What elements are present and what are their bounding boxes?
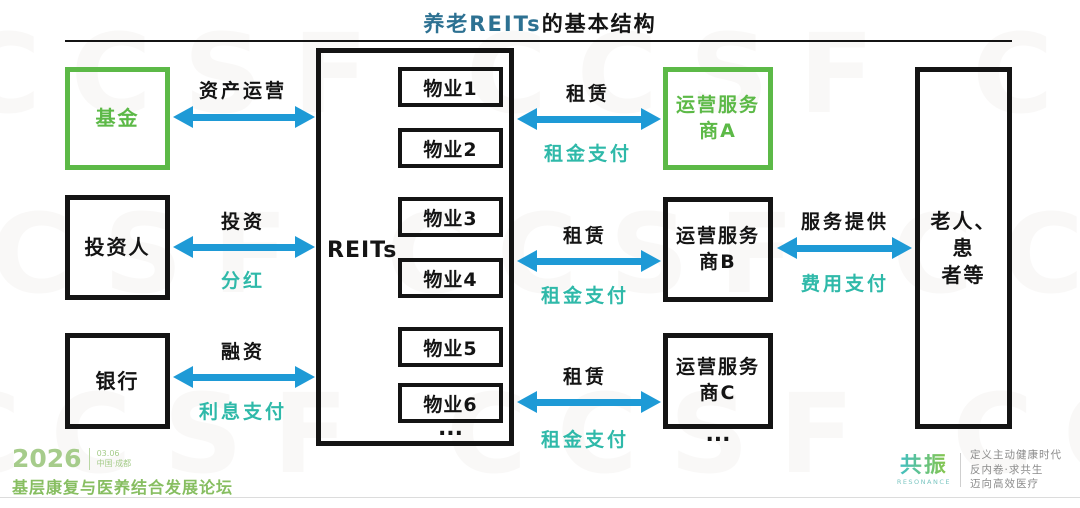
edge-label-fee-payment: 费用支付	[800, 273, 890, 295]
edge-label-rent-payment-c: 租金支付	[540, 429, 630, 451]
node-property-3: 物业3	[398, 197, 503, 237]
node-investor-label: 投资人	[84, 235, 151, 259]
arrow-fund-reits	[173, 106, 315, 128]
operators-ellipsis: ...	[705, 422, 731, 447]
footer-date: 03.06	[96, 448, 120, 458]
node-operator-b-line2: 商B	[699, 250, 737, 273]
footer-slogan-1: 定义主动健康时代	[970, 449, 1062, 461]
footer-slogan-2: 反内卷·求共生	[970, 463, 1044, 476]
bottom-divider	[0, 497, 1080, 498]
node-fund: 基金	[65, 67, 170, 170]
edge-label-rent-payment-a: 租金支付	[543, 143, 633, 165]
arrow-investor-reits	[173, 236, 315, 258]
node-operator-b-line1: 运营服务	[675, 224, 760, 247]
footer-resonance-logo: 共振 RESONANCE 定义主动健康时代 反内卷·求共生 迈向高效医疗	[897, 448, 1062, 492]
edge-label-lease-c: 租赁	[562, 366, 608, 388]
node-operator-b: 运营服务 商B	[663, 197, 773, 302]
footer-forum-name: 基层康复与医养结合发展论坛	[12, 478, 234, 497]
node-operator-c-line1: 运营服务	[675, 356, 760, 379]
edge-label-asset-operation: 资产运营	[198, 80, 288, 102]
edge-label-lease-b: 租赁	[562, 225, 608, 247]
arrow-reits-operator-b	[517, 250, 661, 272]
arrow-reits-operator-a	[517, 108, 661, 130]
node-operator-c-line2: 商C	[699, 382, 737, 404]
page-title-rest: 的基本结构	[541, 12, 657, 36]
footer-slogan-3: 迈向高效医疗	[970, 478, 1039, 491]
node-operator-c: 运营服务 商C	[663, 333, 773, 429]
resonance-logo-en: RESONANCE	[896, 478, 951, 487]
resonance-logo-cn: 共振	[897, 453, 951, 478]
edge-label-investment: 投资	[220, 211, 266, 233]
node-property-2: 物业2	[398, 128, 503, 168]
arrow-reits-operator-c	[517, 391, 661, 413]
node-elderly: 老人、患 者等	[915, 67, 1012, 429]
node-fund-label: 基金	[95, 106, 140, 130]
footer-forum-logo: 2026 03.06 中国·成都 基层康复与医养结合发展论坛	[12, 446, 233, 498]
footer-left-divider	[88, 447, 90, 470]
node-operator-a: 运营服务 商A	[663, 67, 773, 170]
node-property-1: 物业1	[398, 67, 503, 107]
edge-label-financing: 融资	[220, 341, 266, 363]
footer-right-divider	[960, 453, 961, 488]
edge-label-rent-payment-b: 租金支付	[540, 285, 630, 307]
node-elderly-line1: 老人、患	[930, 208, 997, 260]
node-bank: 银行	[65, 333, 170, 429]
node-reits-label: REITs	[327, 238, 398, 263]
properties-ellipsis: ...	[437, 416, 464, 441]
node-property-5: 物业5	[398, 327, 503, 367]
arrow-operator-b-elderly	[777, 237, 912, 259]
edge-label-service-provision: 服务提供	[800, 211, 890, 233]
edge-label-lease-a: 租赁	[565, 83, 611, 105]
footer-year: 2026	[12, 444, 82, 473]
arrow-bank-reits	[173, 366, 315, 388]
node-reits-container	[316, 48, 514, 446]
node-operator-a-line2: 商A	[699, 119, 737, 142]
node-operator-a-line1: 运营服务	[675, 93, 760, 116]
node-investor: 投资人	[65, 195, 170, 300]
edge-label-interest-payment: 利息支付	[198, 401, 288, 423]
node-elderly-line2: 者等	[941, 262, 986, 287]
page-title-highlight: 养老REITs	[423, 12, 542, 36]
node-property-6: 物业6	[398, 383, 503, 423]
footer-location: 中国·成都	[96, 458, 132, 468]
node-bank-label: 银行	[95, 368, 140, 393]
node-property-4: 物业4	[398, 258, 503, 298]
edge-label-dividend: 分红	[220, 270, 266, 292]
page-title: 养老REITs的基本结构	[0, 8, 1080, 38]
title-divider	[65, 40, 1012, 42]
